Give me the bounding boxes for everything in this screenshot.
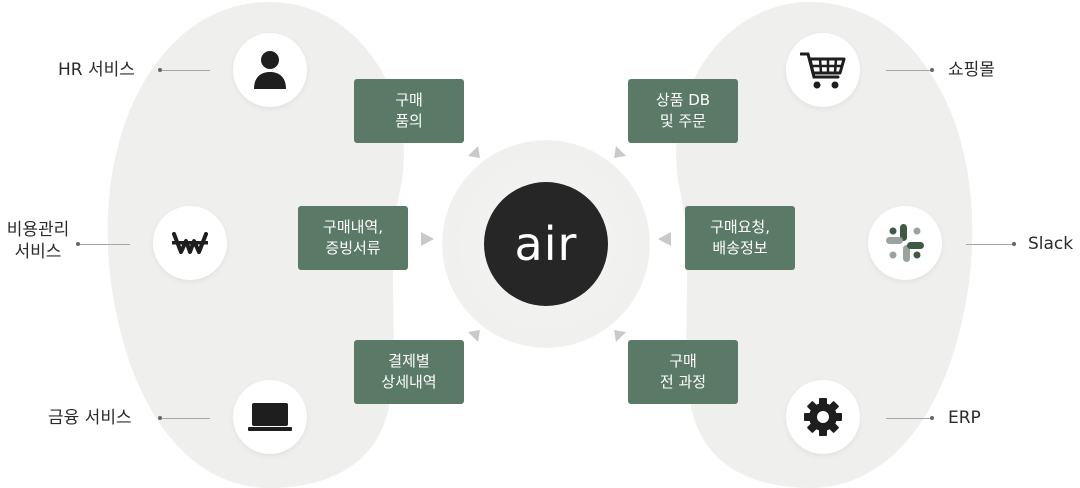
person-icon (254, 51, 286, 89)
hr-connector-dot (158, 68, 162, 72)
flow-box-line: 구매 (395, 91, 423, 109)
expense-service-label-line1: 비용관리 (6, 220, 70, 240)
flow-box-line: 전 과정 (659, 373, 707, 391)
flow-box-line: 구매요청, (710, 218, 770, 236)
right-band (676, 2, 973, 488)
shopping-cart-icon (800, 52, 846, 89)
flow-box-line: 품의 (395, 112, 423, 130)
flow-box-full-process: 구매 전 과정 (628, 340, 738, 404)
slack-icon (886, 224, 924, 262)
flow-box-line: 결제별 (388, 352, 430, 370)
shopping-connector-line (886, 70, 930, 71)
flow-box-line: 상세내역 (381, 373, 437, 391)
flow-box-payment-details: 결제별 상세내역 (354, 340, 464, 404)
arrow-icon (614, 330, 626, 342)
erp-label: ERP (948, 408, 981, 428)
expense-connector-line (80, 244, 130, 245)
flow-box-line: 구매 (669, 352, 697, 370)
expense-service-label: 비용관리 서비스 (0, 219, 76, 263)
laptop-icon (248, 403, 292, 431)
hr-service-label: HR 서비스 (58, 60, 135, 80)
flow-box-product-db: 상품 DB 및 주문 (628, 79, 738, 143)
expense-service-circle (153, 206, 227, 280)
finance-service-circle (233, 380, 307, 454)
erp-circle (786, 380, 860, 454)
shopping-mall-circle (786, 33, 860, 107)
air-hub-logo: air (484, 182, 608, 306)
left-band (107, 2, 404, 488)
air-logo-text: air (514, 217, 578, 271)
slack-label: Slack (1028, 234, 1074, 254)
shopping-connector-dot (930, 68, 934, 72)
arrow-icon (468, 146, 480, 158)
won-icon (172, 232, 208, 254)
slack-connector-line (966, 244, 1012, 245)
finance-service-label: 금융 서비스 (48, 408, 132, 428)
erp-connector-line (886, 418, 930, 419)
arrow-icon (614, 146, 626, 158)
expense-service-label-line2: 서비스 (14, 242, 62, 262)
arrow-icon (468, 330, 480, 342)
gear-icon (804, 398, 842, 436)
arrow-icon (658, 232, 671, 246)
finance-connector-dot (158, 416, 162, 420)
flow-box-line: 및 주문 (659, 112, 707, 130)
hr-connector-line (162, 70, 210, 71)
flow-box-line: 상품 DB (655, 91, 711, 109)
shopping-mall-label: 쇼핑몰 (948, 60, 995, 80)
slack-circle (868, 206, 942, 280)
expense-connector-dot (76, 242, 80, 246)
flow-box-purchase-request: 구매요청, 배송정보 (685, 206, 795, 270)
flow-box-purchase-approval: 구매 품의 (354, 79, 464, 143)
hr-service-circle (233, 33, 307, 107)
flow-box-line: 구매내역, (323, 218, 383, 236)
finance-connector-line (162, 418, 210, 419)
flow-box-purchase-history: 구매내역, 증빙서류 (298, 206, 408, 270)
arrow-icon (421, 232, 434, 246)
flow-box-line: 증빙서류 (325, 239, 381, 257)
slack-connector-dot (1012, 242, 1016, 246)
flow-box-line: 배송정보 (712, 239, 768, 257)
erp-connector-dot (930, 416, 934, 420)
